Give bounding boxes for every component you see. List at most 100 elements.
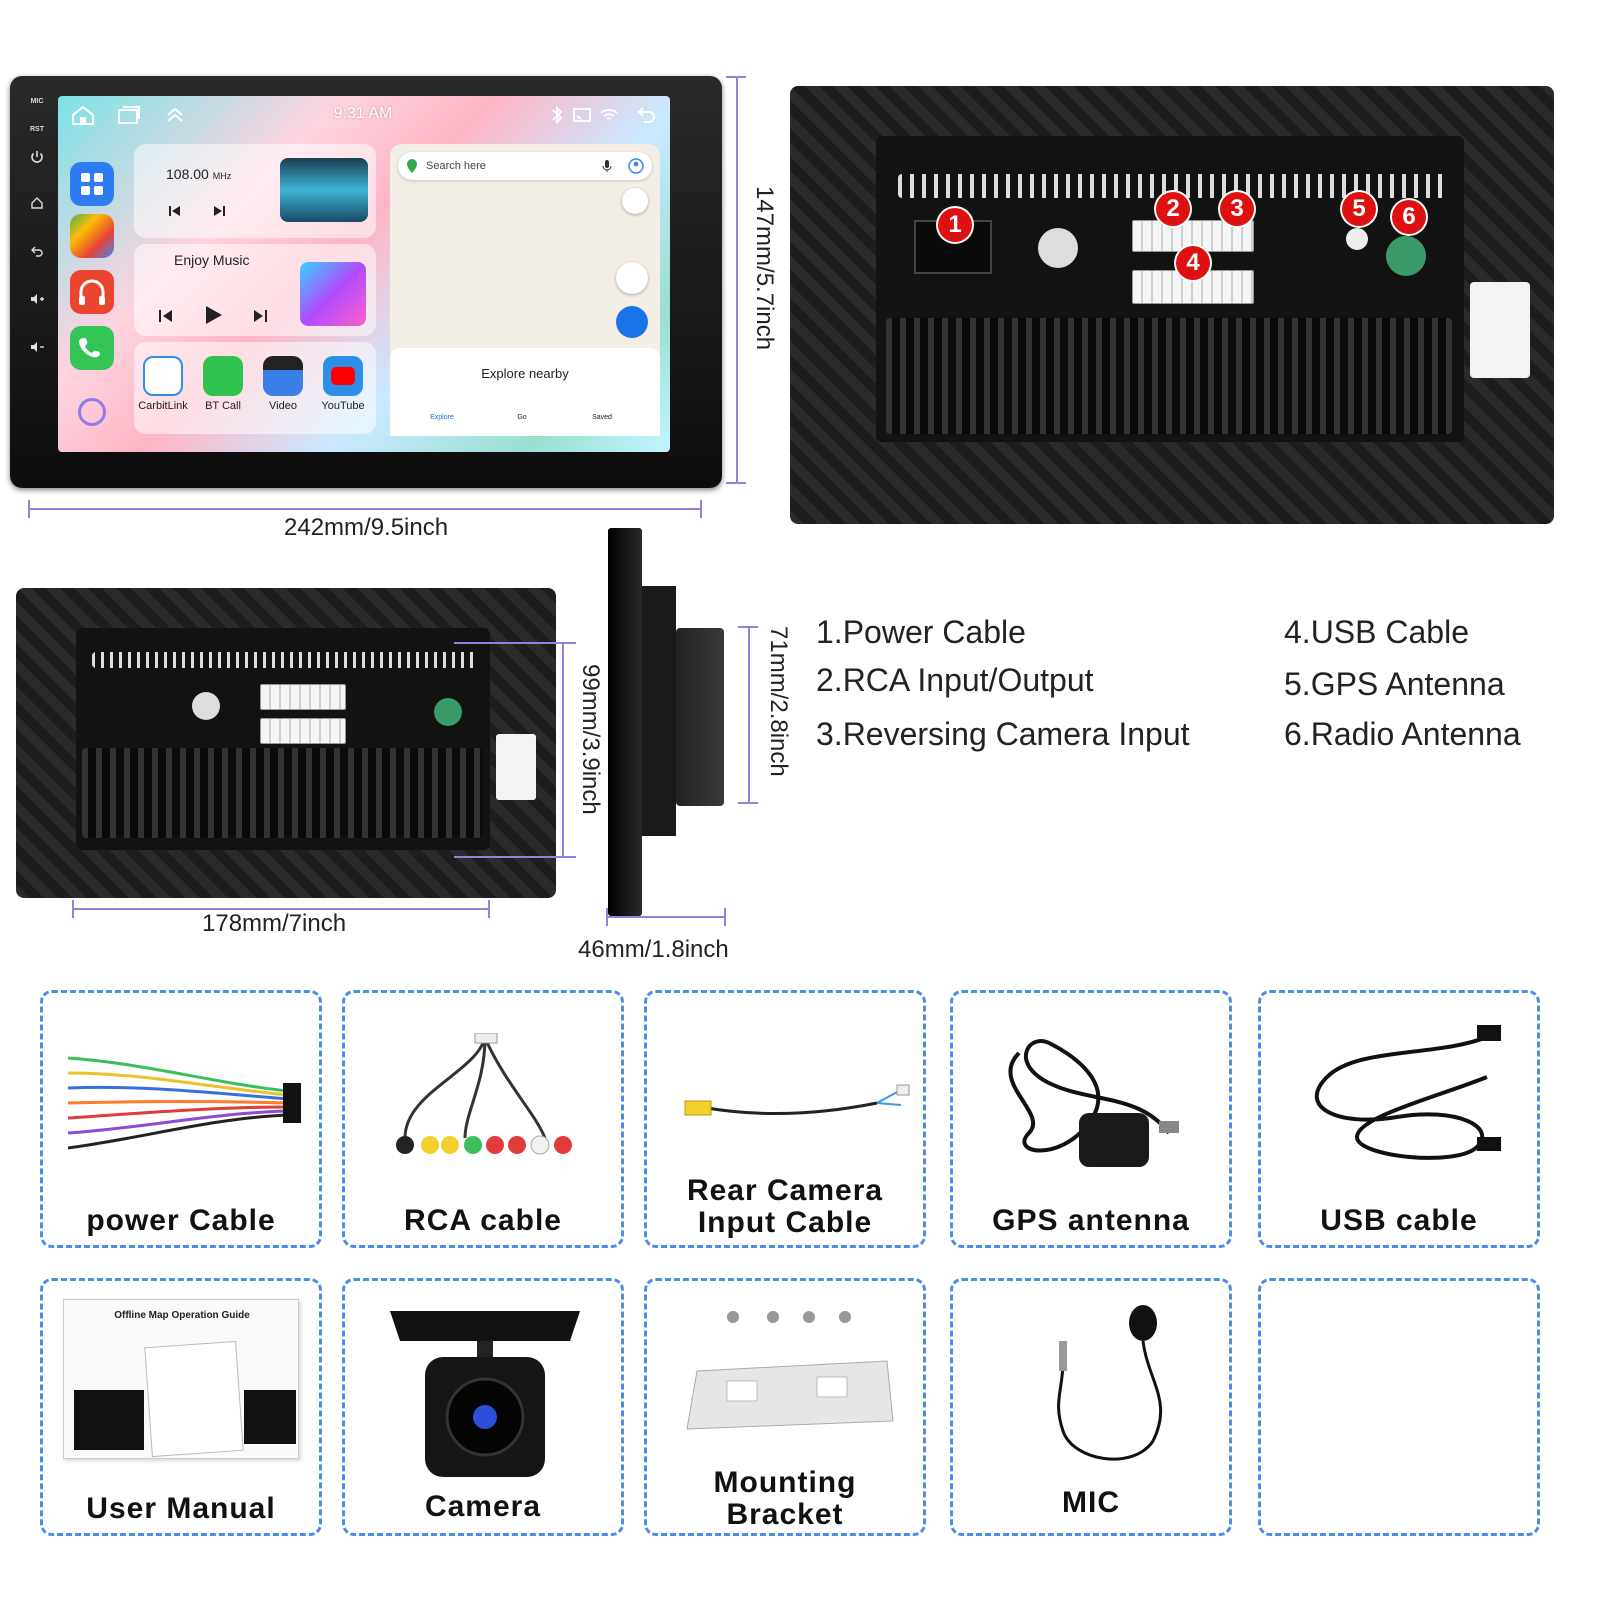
accessory-label: Rear Camera Input Cable — [686, 1174, 884, 1239]
music-play-icon[interactable] — [202, 304, 224, 326]
mic-jack — [1038, 228, 1078, 268]
bracket-image — [686, 1311, 894, 1430]
accessory-rear-camera-cable: Rear Camera Input Cable — [644, 990, 926, 1248]
badge-3: 3 — [1220, 192, 1254, 226]
explore-nearby: Explore nearby — [481, 366, 569, 381]
mic-label: MIC — [30, 98, 44, 105]
usb-cable-image — [1314, 1025, 1501, 1160]
accessory-mic: MIC — [950, 1278, 1232, 1536]
front-height-line — [736, 78, 738, 484]
clock: 9:31 AM — [333, 105, 393, 122]
tab-saved[interactable]: Saved — [592, 414, 612, 421]
explore-sheet[interactable]: Explore nearby Explore Go Saved — [390, 348, 660, 436]
side-height-label: 71mm/2.8inch — [765, 626, 792, 777]
music-title: Enjoy Music — [174, 252, 250, 268]
front-width-label: 242mm/9.5inch — [284, 514, 449, 541]
map-pin-icon — [407, 159, 417, 173]
badge-2: 2 — [1156, 192, 1190, 226]
accessory-rca-cable: RCA cable — [342, 990, 624, 1248]
recent-apps-icon[interactable] — [116, 104, 142, 126]
layers-icon[interactable] — [622, 188, 648, 214]
side-view-screen — [608, 528, 642, 916]
home-icon[interactable] — [70, 104, 96, 126]
manual-image: Offline Map Operation Guide — [63, 1299, 299, 1459]
badge-5: 5 — [1342, 192, 1376, 226]
accessory-label: MIC — [1062, 1486, 1120, 1519]
radio-widget[interactable]: 108.00 MHz — [134, 144, 376, 238]
accessory-usb-cable: USB cable — [1258, 990, 1540, 1248]
radio-unit: MHz — [212, 171, 232, 181]
accessory-gps-antenna: GPS antenna — [950, 990, 1232, 1248]
app-video[interactable]: Video — [254, 356, 312, 412]
side-view-chassis — [676, 628, 724, 806]
rear-panel-small — [16, 588, 556, 898]
radio-prev-icon[interactable] — [168, 204, 182, 218]
maps-app-icon[interactable] — [70, 214, 114, 258]
app-carbitlink[interactable]: CarbitLink — [134, 356, 192, 412]
accessory-label: USB cable — [1320, 1204, 1478, 1237]
manual-title: Offline Map Operation Guide — [114, 1310, 250, 1321]
mic-image — [1057, 1305, 1163, 1461]
account-icon[interactable] — [628, 158, 644, 174]
accessory-label: RCA cable — [404, 1204, 562, 1237]
app-bt-call[interactable]: BT Call — [194, 356, 252, 412]
wifi-icon — [600, 109, 618, 120]
carbitlink-icon — [143, 356, 183, 396]
accessory-user-manual: Offline Map Operation Guide User Manual — [40, 1278, 322, 1536]
badge-6: 6 — [1392, 200, 1426, 234]
volume-up-icon[interactable] — [14, 292, 60, 306]
accessory-camera: Camera — [342, 1278, 624, 1536]
legend-reversing-camera: 3.Reversing Camera Input — [816, 716, 1190, 752]
back-icon[interactable] — [636, 104, 658, 126]
accessory-label: Mounting Bracket — [713, 1466, 857, 1531]
accessory-label: power Cable — [86, 1204, 276, 1237]
side-height-line — [748, 628, 750, 804]
radio-next-icon[interactable] — [212, 204, 226, 218]
chevron-up-icon[interactable] — [164, 104, 186, 126]
front-height-label: 147mm/5.7inch — [751, 186, 778, 351]
rear-width-line — [74, 908, 490, 910]
youtube-icon — [323, 356, 363, 396]
camera-image — [390, 1311, 580, 1477]
rst-label: RST — [30, 126, 44, 133]
legend-power-cable: 1.Power Cable — [816, 614, 1026, 650]
serial-label — [1470, 282, 1530, 378]
gps-connector — [1346, 228, 1368, 250]
badge-4: 4 — [1176, 246, 1210, 280]
music-next-icon[interactable] — [252, 308, 268, 324]
mic-icon[interactable] — [602, 159, 612, 173]
map-search-placeholder: Search here — [426, 160, 486, 172]
music-widget[interactable]: Enjoy Music — [134, 244, 376, 336]
music-app-icon[interactable] — [70, 270, 114, 314]
power-icon[interactable] — [14, 150, 60, 164]
phone-app-icon[interactable] — [70, 326, 114, 370]
legend-radio: 6.Radio Antenna — [1284, 716, 1521, 752]
tab-explore[interactable]: Explore — [430, 414, 454, 421]
locate-icon[interactable] — [616, 262, 648, 294]
map-widget[interactable]: Search here Explore nearby Explore Go Sa… — [390, 144, 660, 436]
accessory-empty — [1258, 1278, 1540, 1536]
app-youtube[interactable]: YouTube — [314, 356, 372, 412]
assistant-icon[interactable] — [78, 398, 106, 426]
volume-down-icon[interactable] — [14, 340, 60, 354]
back-button-icon[interactable] — [14, 244, 60, 258]
music-prev-icon[interactable] — [158, 308, 174, 324]
tab-go[interactable]: Go — [517, 414, 527, 421]
legend-gps: 5.GPS Antenna — [1284, 666, 1505, 702]
badge-1: 1 — [938, 208, 972, 242]
legend-rca: 2.RCA Input/Output — [816, 662, 1094, 698]
radio-antenna-connector — [1386, 236, 1426, 276]
directions-icon[interactable] — [616, 306, 648, 338]
head-unit-screen: 9:31 AM 108.00 MHz Enjoy Music — [58, 96, 670, 452]
accessory-label: User Manual — [86, 1492, 276, 1525]
accessory-mounting-bracket: Mounting Bracket — [644, 1278, 926, 1536]
front-width-line — [30, 508, 702, 510]
apps-widget: CarbitLink BT Call Video YouTube — [134, 342, 376, 434]
home-button-icon[interactable] — [14, 196, 60, 210]
status-bar: 9:31 AM — [58, 96, 670, 134]
radio-artwork — [280, 158, 368, 222]
apps-grid-icon[interactable] — [70, 162, 114, 206]
legend-usb: 4.USB Cable — [1284, 614, 1469, 650]
map-search-bar[interactable]: Search here — [398, 152, 652, 180]
accessory-power-cable: power Cable — [40, 990, 322, 1248]
